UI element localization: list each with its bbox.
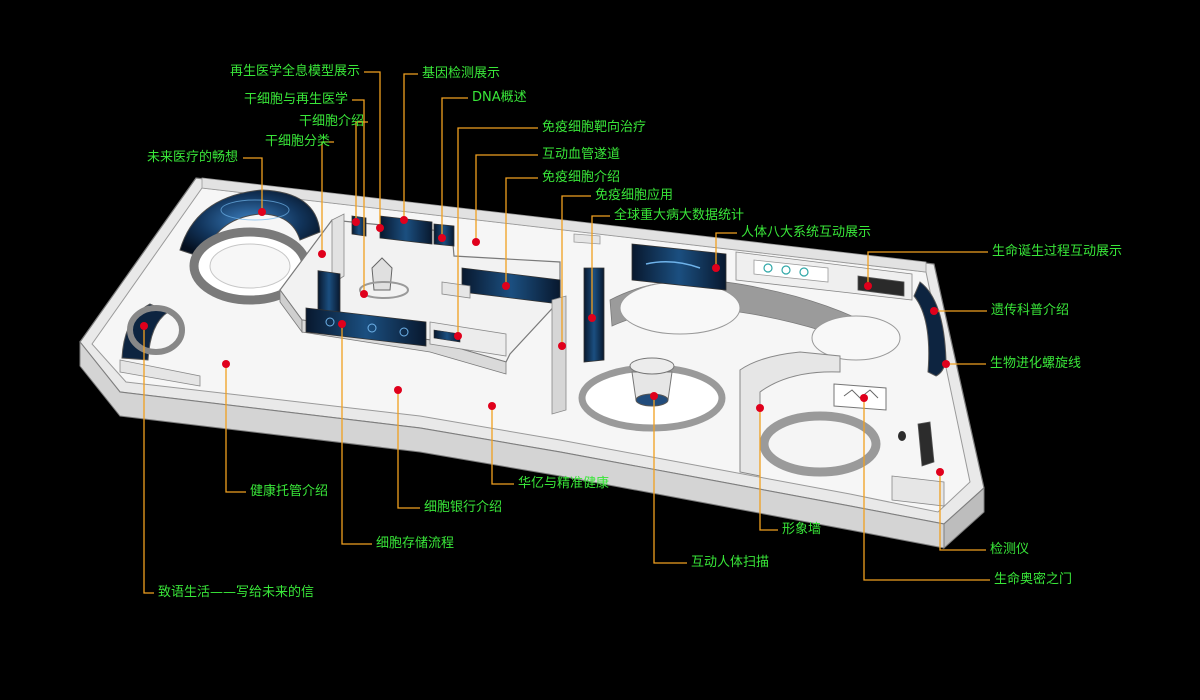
label-stem-cell-class: 干细胞分类: [264, 134, 330, 149]
dot-immune-target: [454, 332, 462, 340]
dot-health-trust: [222, 360, 230, 368]
dot-dna: [438, 234, 446, 242]
label-body-scan: 互动人体扫描: [691, 555, 770, 570]
dot-huayi: [488, 402, 496, 410]
label-cell-bank: 细胞银行介绍: [424, 500, 503, 515]
dot-letter: [140, 322, 148, 330]
label-cell-storage: 细胞存储流程: [376, 536, 455, 551]
label-genetics: 遗传科普介绍: [991, 303, 1070, 318]
label-eight-systems: 人体八大系统互动展示: [741, 225, 872, 240]
marker-dots: [140, 208, 950, 476]
label-huayi-precision: 华亿与精准健康: [518, 476, 610, 491]
label-immune-apply: 免疫细胞应用: [595, 188, 674, 203]
dot-genetics: [930, 307, 938, 315]
label-disease-stats: 全球重大病大数据统计: [614, 208, 745, 223]
life-secret-door: [833, 383, 887, 411]
future-dome-screen: [179, 189, 321, 259]
dot-eight-systems: [712, 264, 720, 272]
dot-cell-storage: [338, 320, 346, 328]
dot-stem-regen: [360, 290, 368, 298]
label-gene-detection: 基因检测展示: [422, 66, 501, 81]
vascular-tunnel-wall: [551, 295, 567, 415]
dot-detector: [936, 468, 944, 476]
dot-body-scan: [650, 392, 658, 400]
dot-life-birth: [864, 282, 872, 290]
label-stem-cell-regen: 干细胞与再生医学: [243, 92, 348, 107]
dot-hologram: [376, 224, 384, 232]
label-future-medicine: 未来医疗的畅想: [146, 150, 238, 165]
right-zone: [578, 243, 947, 507]
dot-disease-stats: [588, 314, 596, 322]
label-evolution-spiral: 生物进化螺旋线: [990, 356, 1082, 371]
label-vascular-tunnel: 互动血管遂道: [542, 147, 621, 162]
image-wall: [739, 351, 841, 477]
label-stem-cell-intro: 干细胞介绍: [298, 114, 364, 129]
label-immune-targeted: 免疫细胞靶向治疗: [542, 120, 647, 135]
label-dna: DNA概述: [472, 90, 527, 105]
dot-gene: [400, 216, 408, 224]
dot-evolution: [942, 360, 950, 368]
label-letter-to-future: 致语生活——写给未来的信: [158, 585, 315, 600]
label-image-wall: 形象墙: [782, 522, 822, 537]
cell-storage-screen: [305, 307, 427, 347]
dot-secret-door: [860, 394, 868, 402]
dot-stem-intro: [352, 218, 360, 226]
label-immune-intro: 免疫细胞介绍: [542, 170, 621, 185]
central-stem-cell-area: [279, 213, 605, 415]
leader-lines: [143, 71, 990, 594]
label-health-trust: 健康托管介绍: [250, 484, 329, 499]
dot-cell-bank: [394, 386, 402, 394]
dot-stem-class: [318, 250, 326, 258]
label-hologram-model: 再生医学全息模型展示: [229, 64, 360, 79]
eight-systems-screen: [631, 243, 727, 291]
back-wall: [201, 177, 927, 273]
label-detector: 检测仪: [990, 542, 1030, 557]
dot-future: [258, 208, 266, 216]
label-life-secret-door: 生命奥密之门: [994, 572, 1073, 587]
dot-image-wall: [756, 404, 764, 412]
label-life-birth: 生命诞生过程互动展示: [992, 244, 1123, 259]
outer-wall-end: [943, 486, 985, 550]
left-zone: [119, 189, 321, 387]
dot-immune-apply: [558, 342, 566, 350]
dot-immune-intro: [502, 282, 510, 290]
detector-instrument: [917, 421, 935, 467]
dot-vascular: [472, 238, 480, 246]
